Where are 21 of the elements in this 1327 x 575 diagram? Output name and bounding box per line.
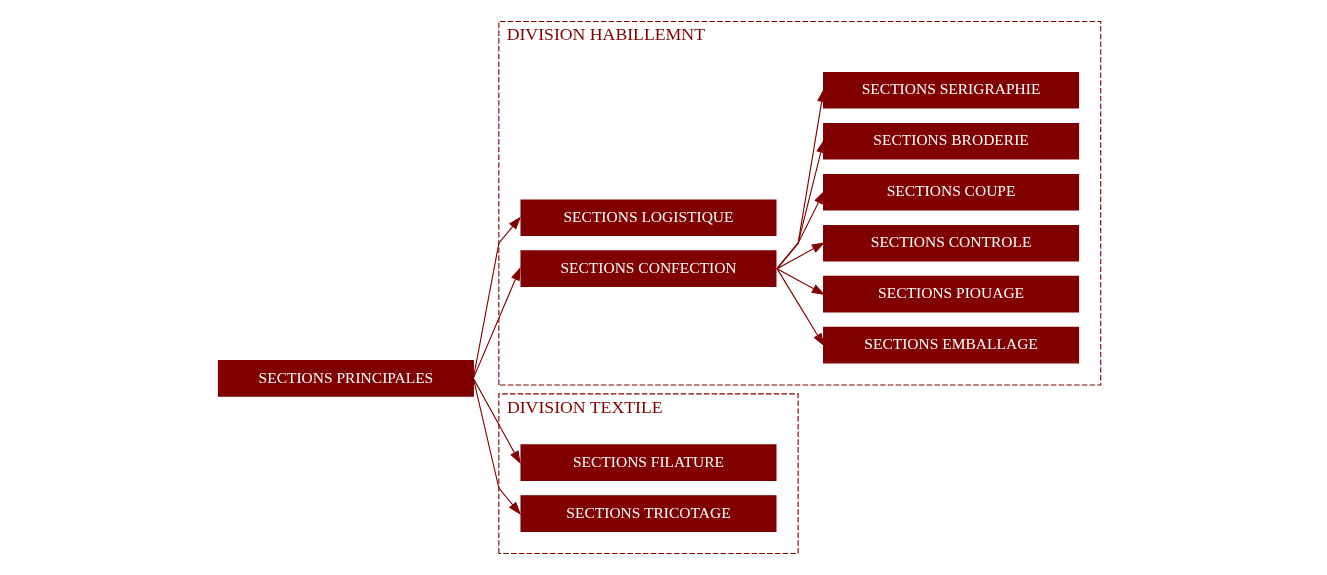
arrow [472, 377, 521, 465]
node-box: SECTIONS PIOUAGE [822, 275, 1079, 313]
node-box: SECTIONS FILATURE [519, 444, 776, 481]
node-box: SECTIONS PRINCIPALES [217, 360, 474, 397]
node-box: SECTIONS CONTROLE [822, 224, 1079, 262]
arrow [472, 216, 521, 379]
node-box: SECTIONS CONFECTION [519, 250, 776, 287]
arrow [472, 377, 521, 515]
node-box: SECTIONS EMBALLAGE [822, 326, 1079, 364]
arrow [776, 242, 825, 270]
node-box: SECTIONS BRODERIE [822, 122, 1079, 160]
arrow [776, 139, 825, 270]
node-box: SECTIONS TRICOTAGE [519, 495, 776, 532]
arrow [776, 268, 824, 347]
node-box: SECTIONS COUPE [822, 173, 1079, 211]
arrow [776, 88, 826, 270]
arrow [776, 268, 825, 295]
node-box: SECTIONS LOGISTIQUE [519, 199, 776, 236]
node-box: SECTIONS SERIGRAPHIE [822, 71, 1079, 109]
arrow [472, 267, 521, 379]
arrow [776, 190, 824, 270]
